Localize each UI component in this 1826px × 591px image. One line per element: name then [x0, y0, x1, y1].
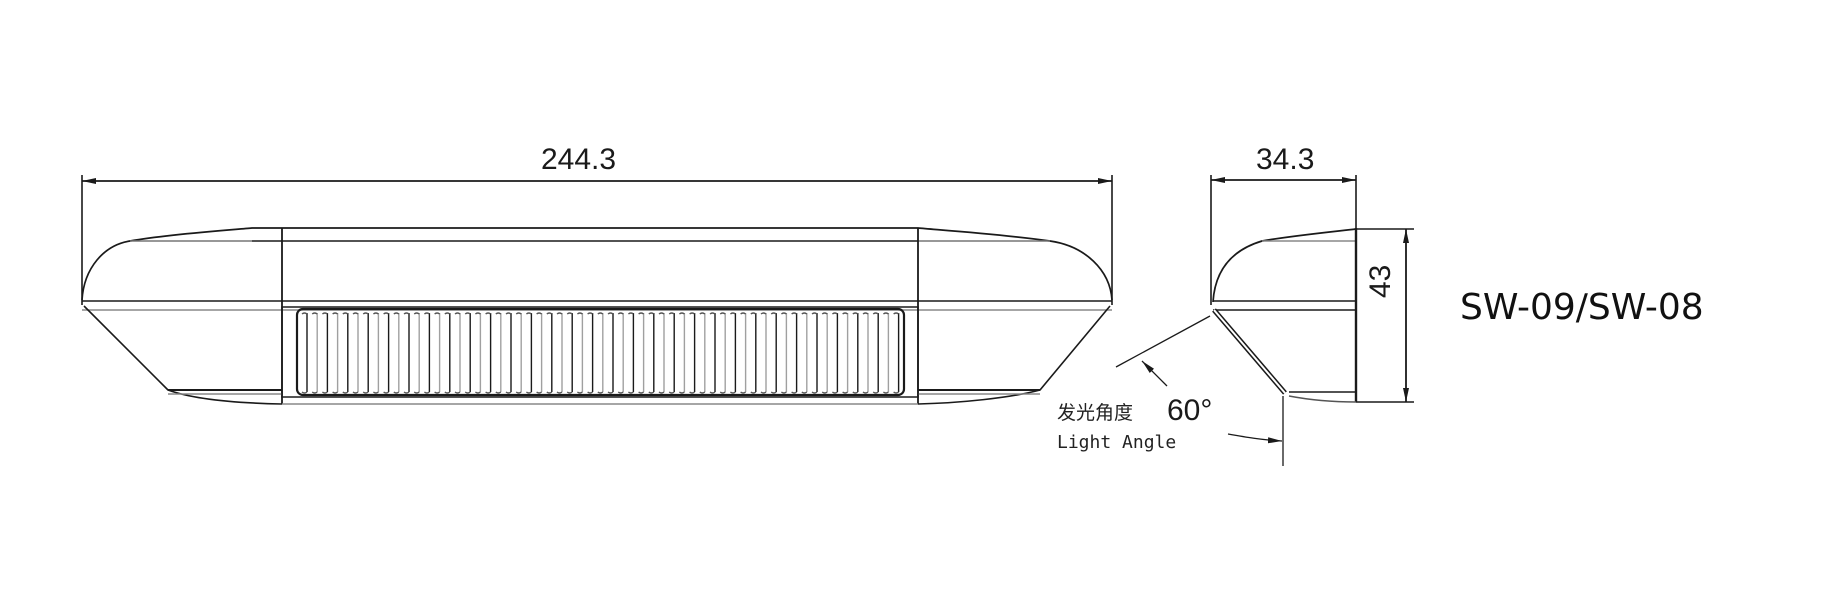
- front-view: [81, 175, 1113, 405]
- width-dimension-label: 244.3: [541, 143, 617, 176]
- height-dimension-label: 43: [1364, 264, 1397, 298]
- lens-ribs: [301, 312, 900, 394]
- side-view: [1115, 175, 1414, 466]
- light-angle-label-cn: 发光角度: [1057, 402, 1134, 424]
- light-angle-value: 60°: [1167, 394, 1213, 427]
- light-angle-label-en: Light Angle: [1057, 432, 1177, 453]
- model-label: SW-09/SW-08: [1460, 287, 1704, 328]
- depth-dimension-label: 34.3: [1256, 143, 1315, 176]
